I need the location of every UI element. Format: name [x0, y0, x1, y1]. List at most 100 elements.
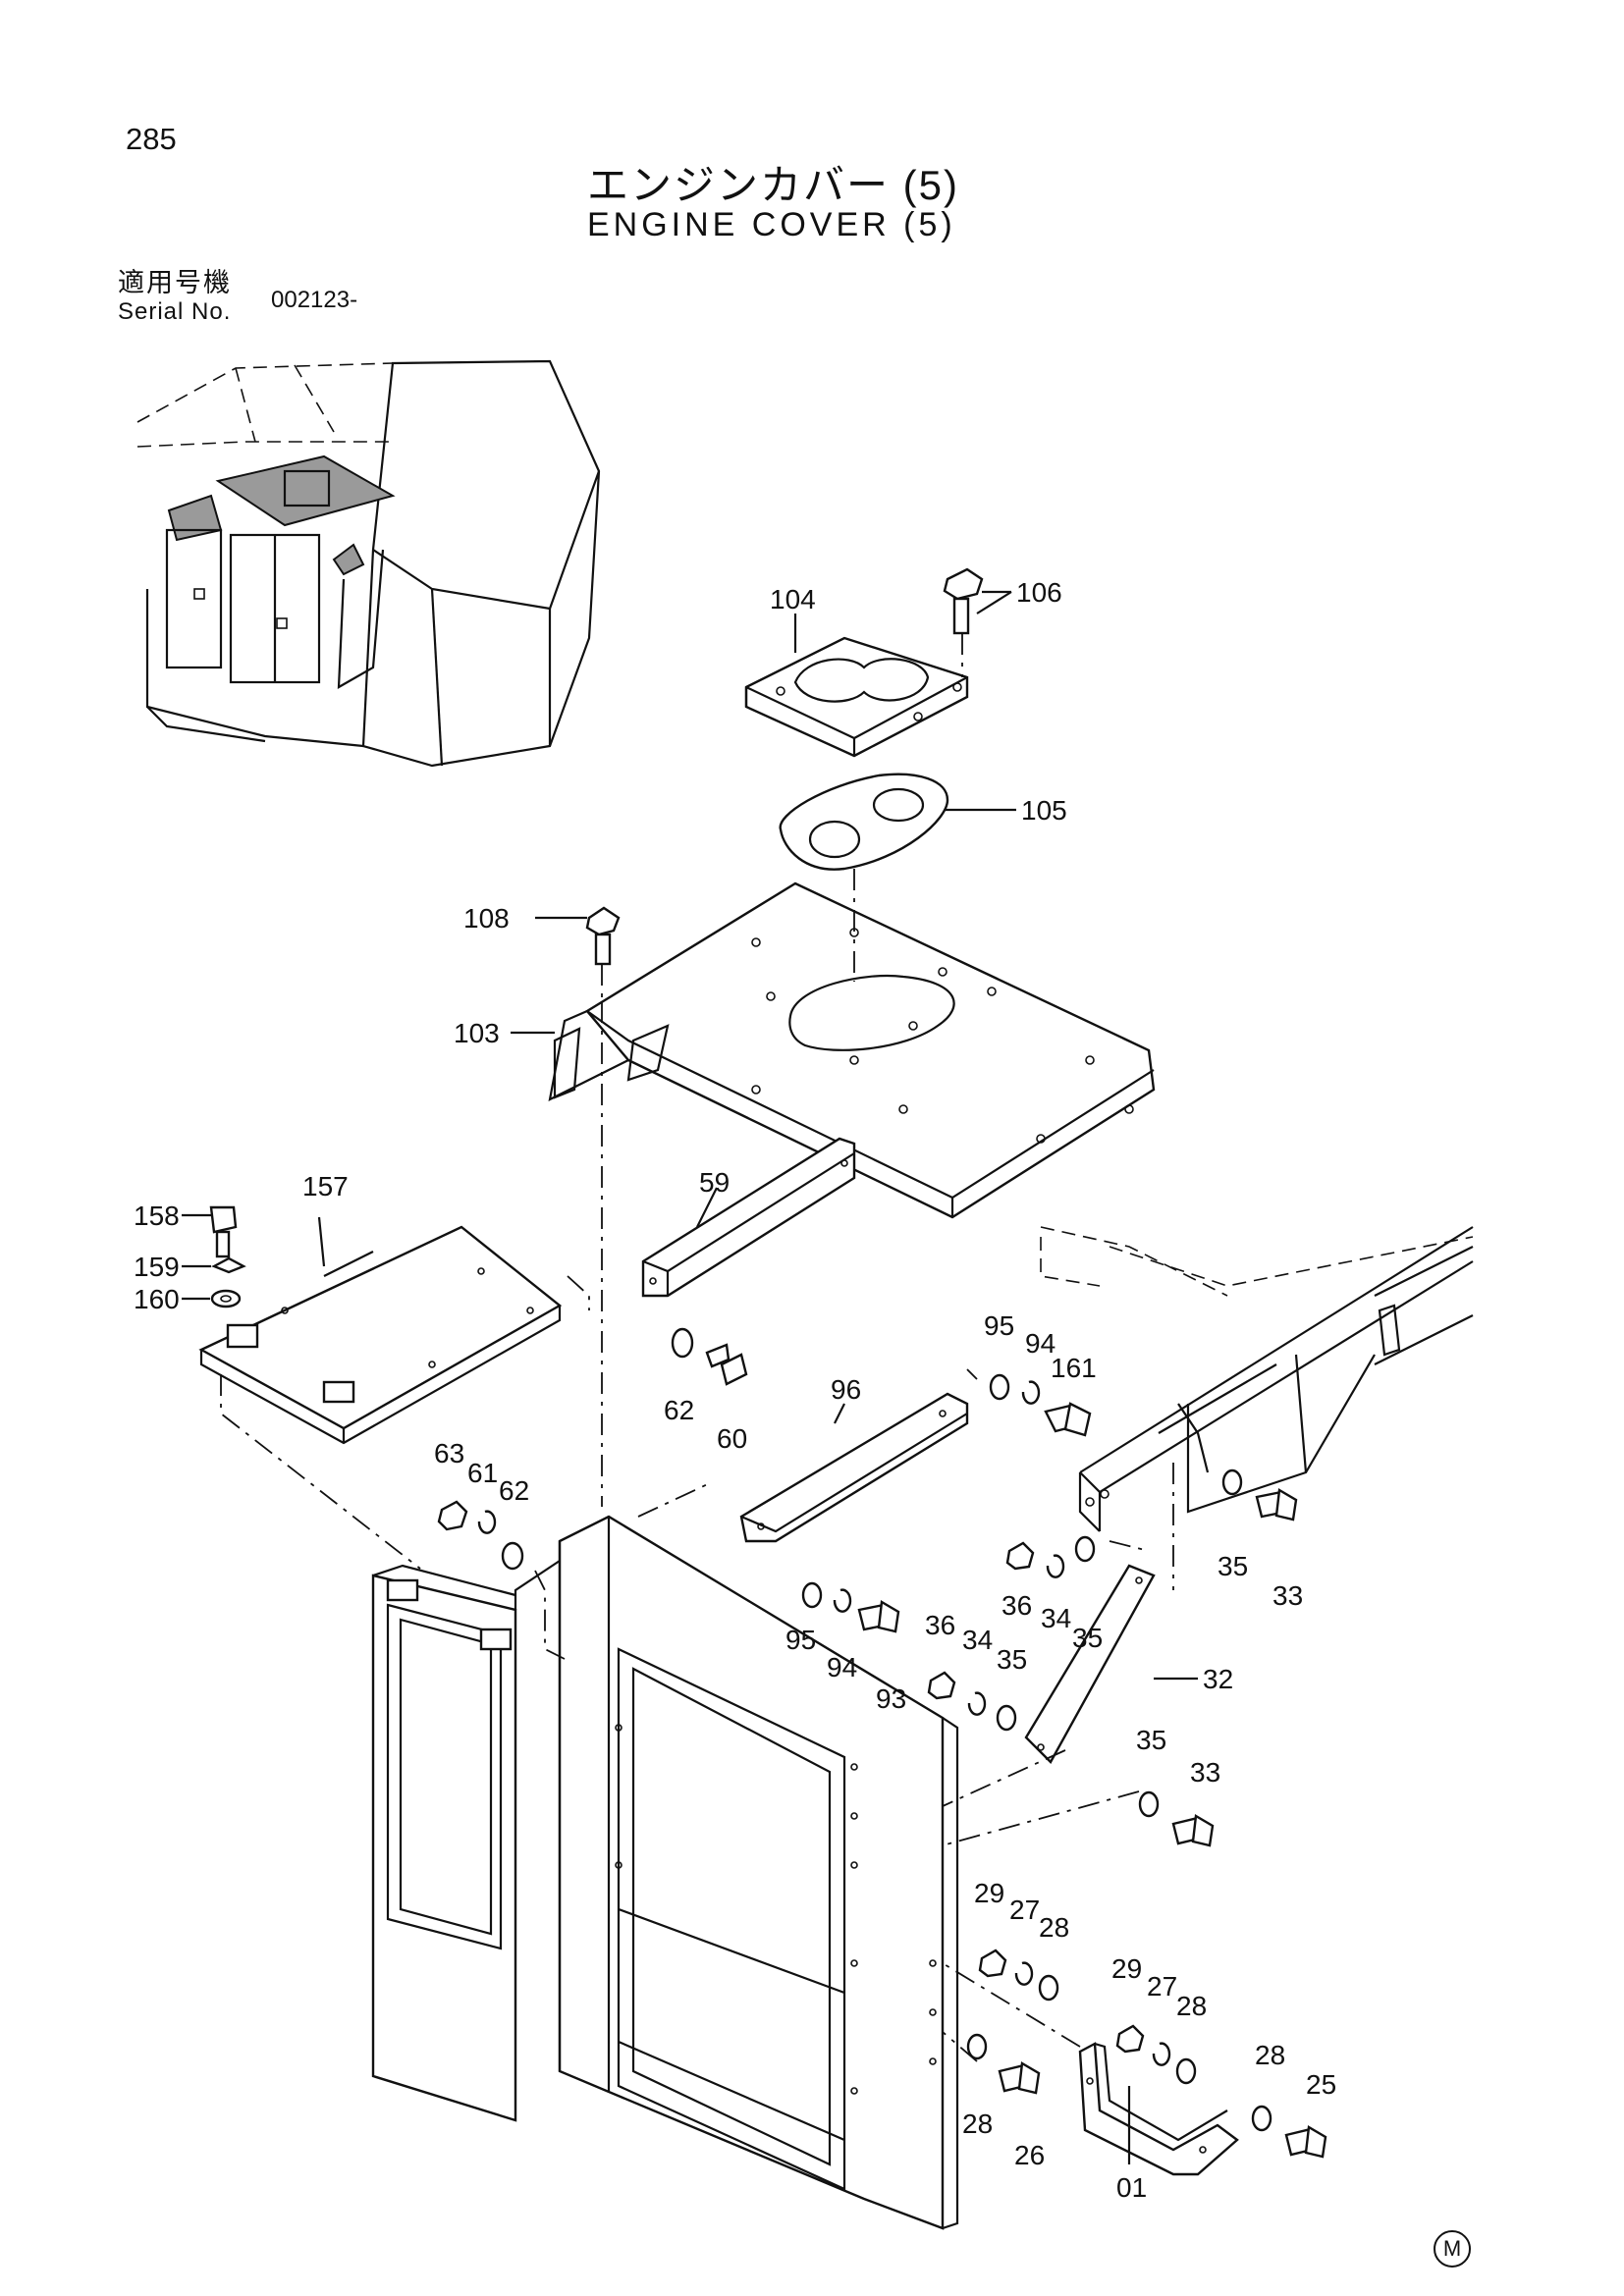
serial-label-english: Serial No. — [118, 298, 232, 325]
callout-105: 105 — [1021, 795, 1067, 826]
callout-106: 106 — [1016, 577, 1062, 608]
callout-36-lower: 36 — [925, 1610, 955, 1640]
part-33-bolt-right — [1255, 1488, 1298, 1522]
callout-61: 61 — [467, 1458, 498, 1488]
part-157-panel — [198, 1225, 563, 1445]
part-34-spring-washer-upper — [1046, 1554, 1065, 1578]
callout-35-right: 35 — [1218, 1551, 1248, 1581]
page-number: 285 — [126, 122, 177, 156]
callout-161: 161 — [1051, 1353, 1097, 1383]
assembly-lines — [220, 591, 1198, 2164]
part-36-nut-upper — [1005, 1541, 1035, 1571]
title-japanese: エンジンカバー (5) — [587, 162, 960, 208]
part-158-bolt — [182, 1205, 238, 1258]
part-60-bolt — [705, 1343, 748, 1386]
part-28-washer-bottom-left — [966, 2033, 988, 2060]
part-95-washer-lower — [801, 1581, 823, 1609]
part-28-washer-bottom-right — [1251, 2105, 1272, 2132]
radiator-frame — [371, 1515, 959, 2230]
callout-94-lower: 94 — [827, 1652, 857, 1682]
part-160-washer — [182, 1289, 242, 1308]
part-94-spring-washer-lower — [833, 1588, 852, 1613]
callout-63: 63 — [434, 1438, 464, 1468]
part-32-stay — [1024, 1564, 1156, 1764]
callout-28-right: 28 — [1176, 1991, 1207, 2021]
part-34-spring-washer-lower — [967, 1691, 987, 1716]
machine-overview-sketch — [136, 359, 601, 768]
callout-95-upper: 95 — [984, 1310, 1014, 1341]
part-105-gasket — [779, 773, 949, 871]
callout-34-upper: 34 — [1041, 1603, 1071, 1633]
part-35-washer-upper — [1074, 1535, 1096, 1563]
callout-35-upper: 35 — [1072, 1623, 1103, 1653]
part-35-washer-right — [1221, 1468, 1243, 1496]
serial-number-value: 002123- — [271, 287, 358, 313]
callout-104: 104 — [770, 584, 816, 614]
callout-25: 25 — [1306, 2069, 1336, 2100]
callout-33-lower: 33 — [1190, 1757, 1220, 1788]
callout-95-lower: 95 — [785, 1625, 816, 1655]
callout-27-right: 27 — [1147, 1971, 1177, 2002]
title-english: ENGINE COVER (5) — [587, 206, 956, 243]
callout-59: 59 — [699, 1167, 730, 1198]
callout-62-upper: 62 — [664, 1395, 694, 1425]
callout-158: 158 — [134, 1201, 180, 1231]
part-28-washer-left — [1038, 1974, 1059, 2002]
callout-34-lower: 34 — [962, 1625, 993, 1655]
part-35-washer-lower — [1138, 1790, 1160, 1818]
chassis-frame — [1040, 1226, 1474, 1532]
callout-32: 32 — [1203, 1664, 1233, 1694]
part-59-bracket — [641, 1137, 856, 1298]
part-161-bolt — [1044, 1402, 1092, 1437]
callout-108: 108 — [463, 903, 510, 934]
callout-103: 103 — [454, 1018, 500, 1048]
callout-62-lower: 62 — [499, 1475, 529, 1506]
callout-29-left: 29 — [974, 1878, 1004, 1908]
part-94-spring-washer-upper — [1021, 1380, 1041, 1405]
part-25-bolt — [1284, 2125, 1327, 2159]
part-95-washer-upper — [989, 1373, 1010, 1401]
callout-93: 93 — [876, 1683, 906, 1714]
part-96-bracket — [739, 1392, 969, 1543]
callout-94-upper: 94 — [1025, 1328, 1056, 1359]
part-35-washer-mid — [996, 1704, 1017, 1732]
part-29-nut-left — [978, 1949, 1007, 1978]
callout-36-upper: 36 — [1001, 1590, 1032, 1621]
trademark-symbol: M — [1434, 2230, 1471, 2268]
part-29-nut-right — [1115, 2024, 1145, 2054]
part-27-spring-washer-left — [1014, 1961, 1034, 1986]
part-106-bolt — [943, 567, 1011, 677]
part-62-washer-lower — [501, 1541, 524, 1571]
callout-35-lower: 35 — [1136, 1725, 1166, 1755]
part-63-nut — [437, 1500, 468, 1531]
callout-157: 157 — [302, 1171, 349, 1201]
part-62-washer-upper — [671, 1327, 694, 1359]
callout-27-left: 27 — [1009, 1895, 1040, 1925]
part-36-nut-lower — [927, 1671, 956, 1700]
part-159-spring-washer — [182, 1256, 246, 1274]
part-28-washer-right — [1175, 2057, 1197, 2085]
callout-labels: 104 106 105 108 103 59 157 158 159 160 6… — [134, 577, 1336, 2203]
part-104-mount-plate — [744, 636, 969, 758]
callout-159: 159 — [134, 1252, 180, 1282]
callout-28-far-right: 28 — [1255, 2040, 1285, 2070]
part-103-engine-cover-plate — [548, 869, 1156, 1219]
part-61-spring-washer — [477, 1510, 497, 1534]
callout-26: 26 — [1014, 2140, 1045, 2170]
part-108-bolt — [535, 906, 621, 1001]
part-33-bolt-lower — [1171, 1814, 1215, 1847]
callout-35-mid: 35 — [997, 1644, 1027, 1675]
part-93-bolt — [857, 1600, 900, 1633]
callout-96: 96 — [831, 1374, 861, 1405]
part-27-spring-washer-right — [1152, 2042, 1171, 2066]
callout-01: 01 — [1116, 2172, 1147, 2203]
callout-29-right: 29 — [1111, 1953, 1142, 1984]
serial-label-japanese: 適用号機 — [118, 268, 232, 297]
callout-28-left: 28 — [1039, 1912, 1069, 1943]
callout-28-bottom: 28 — [962, 2109, 993, 2139]
callout-160: 160 — [134, 1284, 180, 1314]
part-26-bolt — [998, 2061, 1041, 2095]
callout-33-right: 33 — [1272, 1580, 1303, 1611]
callout-60: 60 — [717, 1423, 747, 1454]
